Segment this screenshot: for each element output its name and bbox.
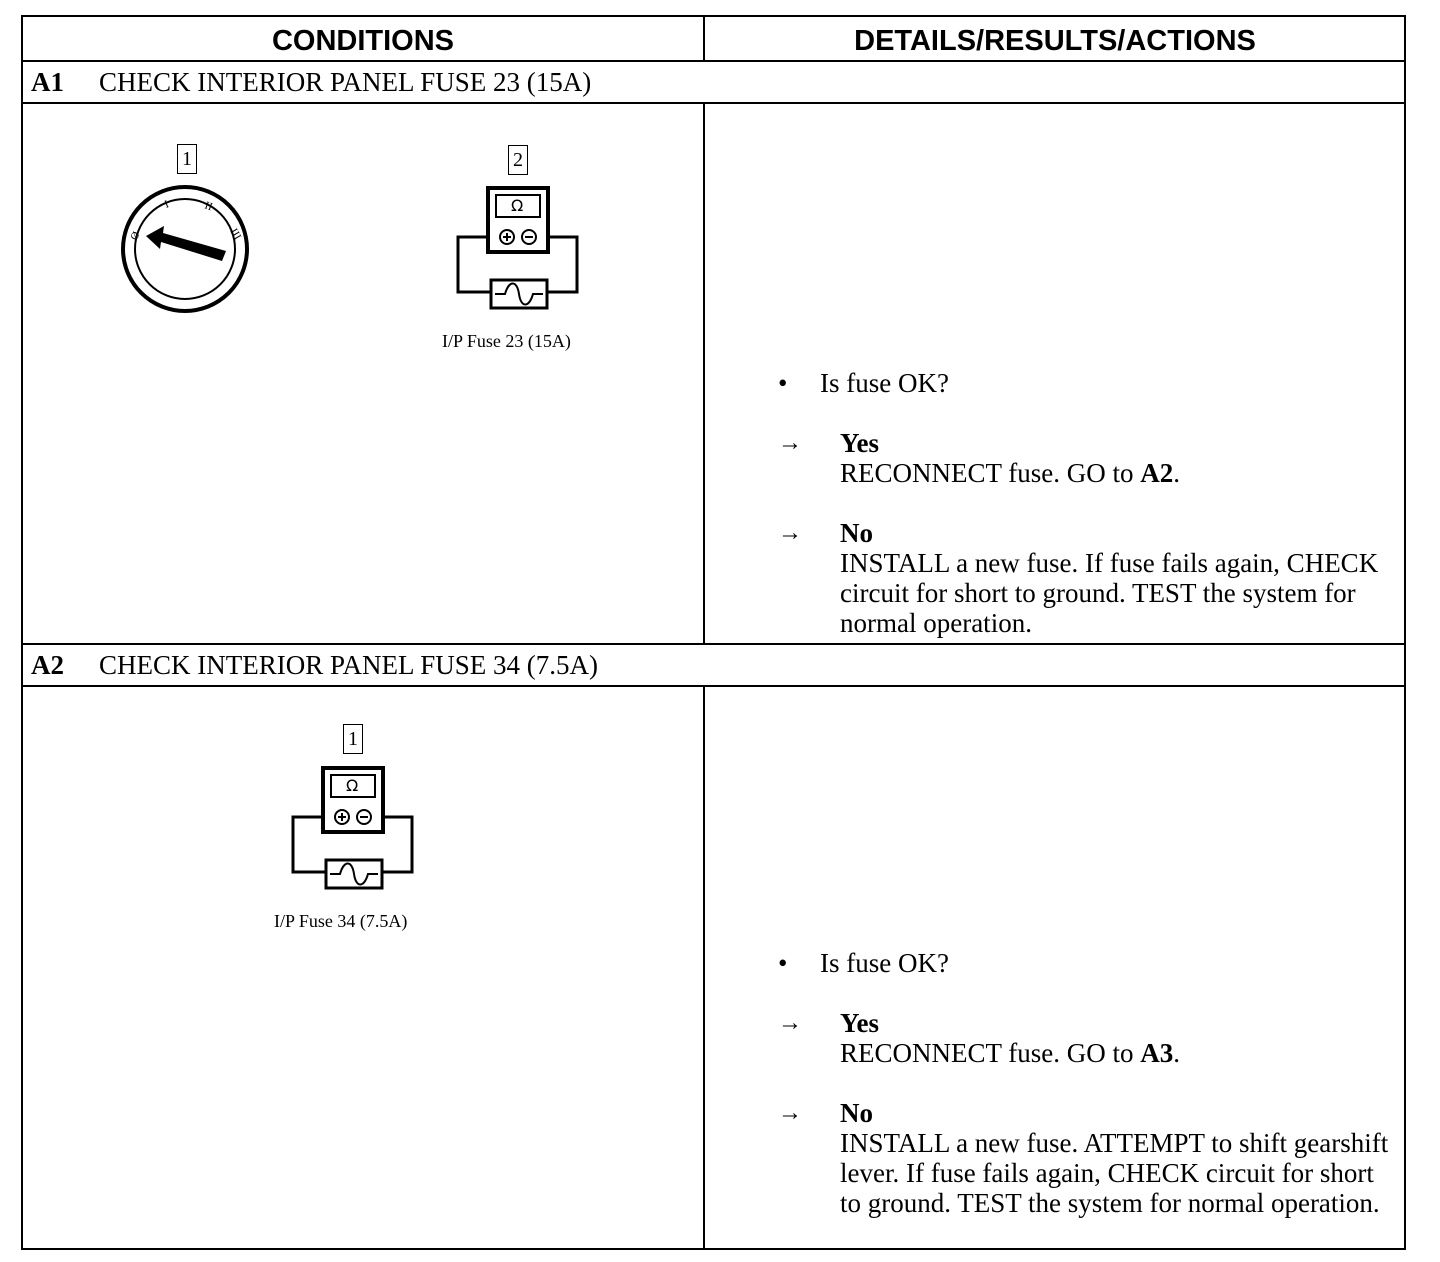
column-header-conditions: CONDITIONS	[271, 25, 455, 57]
go-to-step: A2	[1140, 458, 1174, 488]
action-text: RECONNECT fuse. GO to	[840, 458, 1141, 488]
result-no: No INSTALL a new fuse. If fuse fails aga…	[840, 518, 1400, 638]
divider	[23, 60, 1404, 62]
diagnostic-table: CONDITIONS DETAILS/RESULTS/ACTIONS A1 CH…	[21, 15, 1406, 1250]
figure-caption: I/P Fuse 23 (15A)	[442, 331, 571, 351]
divider	[23, 643, 1404, 645]
result-label: No	[840, 518, 873, 548]
ignition-switch-icon: Ø I II III	[121, 185, 249, 313]
svg-text:II: II	[203, 200, 214, 214]
result-no: No INSTALL a new fuse. ATTEMPT to shift …	[840, 1098, 1400, 1218]
ohmmeter-fuse-test-icon	[291, 766, 414, 890]
figure-caption: I/P Fuse 34 (7.5A)	[274, 911, 408, 931]
column-divider	[703, 17, 705, 62]
column-divider	[703, 102, 705, 645]
question-text: Is fuse OK?	[820, 368, 949, 398]
step-header-a2: A2 CHECK INTERIOR PANEL FUSE 34 (7.5A)	[23, 645, 1404, 685]
result-action: INSTALL a new fuse. If fuse fails again,…	[840, 548, 1379, 638]
result-label: Yes	[840, 1008, 879, 1038]
action-end: .	[1173, 458, 1180, 488]
callout-number: 1	[343, 724, 363, 754]
callout-number: 1	[177, 144, 197, 174]
result-action: RECONNECT fuse. GO to A2.	[840, 458, 1400, 488]
divider	[23, 102, 1404, 104]
go-to-step: A3	[1140, 1038, 1174, 1068]
callout-number: 2	[508, 145, 528, 175]
arrow-icon: →	[778, 1100, 802, 1126]
svg-text:I: I	[163, 198, 171, 211]
step-title: CHECK INTERIOR PANEL FUSE 23 (15A)	[99, 67, 592, 97]
action-text: RECONNECT fuse. GO to	[840, 1038, 1141, 1068]
column-header-details: DETAILS/RESULTS/ACTIONS	[854, 25, 1256, 57]
svg-text:Ø: Ø	[128, 230, 142, 243]
step-id: A1	[31, 67, 64, 97]
bullet-mark: •	[778, 948, 788, 978]
result-yes: Yes RECONNECT fuse. GO to A2.	[840, 428, 1400, 488]
result-yes: Yes RECONNECT fuse. GO to A3.	[840, 1008, 1400, 1068]
result-action: RECONNECT fuse. GO to A3.	[840, 1038, 1400, 1068]
action-end: .	[1173, 1038, 1180, 1068]
question-text: Is fuse OK?	[820, 948, 949, 978]
bullet-mark: •	[778, 368, 788, 398]
ohm-symbol: Ω	[511, 196, 524, 215]
column-divider	[703, 685, 705, 1250]
step-id: A2	[31, 650, 64, 680]
step-header-a1: A1 CHECK INTERIOR PANEL FUSE 23 (15A)	[23, 62, 1404, 102]
result-action: INSTALL a new fuse. ATTEMPT to shift gea…	[840, 1128, 1389, 1218]
divider	[23, 685, 1404, 687]
arrow-icon: →	[778, 520, 802, 546]
arrow-icon: →	[778, 1010, 802, 1036]
result-label: Yes	[840, 428, 879, 458]
result-label: No	[840, 1098, 873, 1128]
ohmmeter-fuse-test-icon	[456, 186, 579, 310]
step-title: CHECK INTERIOR PANEL FUSE 34 (7.5A)	[99, 650, 599, 680]
arrow-icon: →	[778, 430, 802, 456]
ohm-symbol: Ω	[346, 776, 359, 795]
